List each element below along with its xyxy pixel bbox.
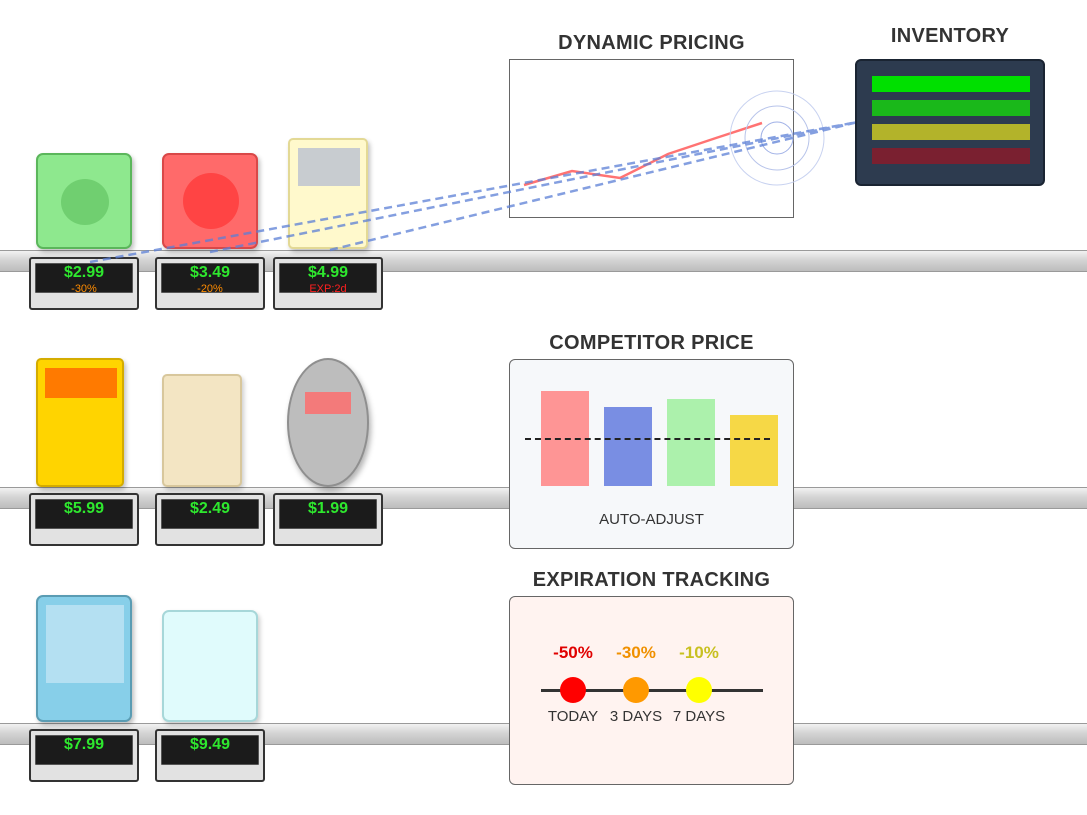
dynamic-pricing-title: DYNAMIC PRICING bbox=[558, 32, 745, 54]
inventory-level-bar bbox=[872, 76, 1030, 92]
price-trend-line bbox=[523, 121, 763, 187]
tag-price: $4.99 bbox=[307, 264, 349, 281]
product-yellow-box[interactable] bbox=[36, 358, 124, 487]
price-tag[interactable]: $4.99 EXP:2d bbox=[273, 257, 383, 310]
product-blue-box[interactable] bbox=[36, 595, 132, 722]
inventory-level-bar bbox=[872, 148, 1030, 164]
tag-display bbox=[279, 263, 377, 293]
tag-display bbox=[279, 499, 377, 529]
price-tag[interactable]: $5.99 bbox=[29, 493, 139, 546]
product-red-box[interactable] bbox=[162, 153, 258, 249]
timeline-label: TODAY bbox=[547, 708, 599, 725]
price-tag[interactable]: $3.49 -20% bbox=[155, 257, 265, 310]
tag-price: $3.49 bbox=[189, 264, 231, 281]
competitor-price-title: COMPETITOR PRICE bbox=[549, 332, 754, 354]
price-tag[interactable]: $1.99 bbox=[273, 493, 383, 546]
price-tag[interactable]: $2.49 bbox=[155, 493, 265, 546]
tag-display bbox=[35, 263, 133, 293]
product-beige-box[interactable] bbox=[162, 374, 242, 487]
tag-display bbox=[161, 499, 259, 529]
expiration-tracking-panel[interactable]: -50% -30% -10% TODAY 3 DAYS 7 DAYS bbox=[509, 596, 794, 785]
product-logo bbox=[61, 179, 109, 225]
tag-discount: -20% bbox=[197, 283, 223, 295]
timeline-dot-7-days bbox=[686, 677, 712, 703]
product-label bbox=[305, 392, 351, 414]
price-tag[interactable]: $2.99 -30% bbox=[29, 257, 139, 310]
target-price-line bbox=[525, 438, 770, 440]
auto-adjust-label: AUTO-ADJUST bbox=[599, 511, 704, 528]
product-label bbox=[46, 605, 124, 683]
tag-expiry: EXP:2d bbox=[309, 283, 347, 295]
discount-pct: -50% bbox=[553, 643, 593, 662]
product-cream-carton[interactable] bbox=[288, 138, 368, 249]
tag-price: $7.99 bbox=[63, 736, 105, 753]
inventory-level-bar bbox=[872, 100, 1030, 116]
product-logo bbox=[183, 173, 239, 229]
price-tag[interactable]: $9.49 bbox=[155, 729, 265, 782]
price-trend-chart bbox=[523, 121, 763, 187]
tag-discount: -30% bbox=[71, 283, 97, 295]
expiration-tracking-title: EXPIRATION TRACKING bbox=[532, 569, 771, 591]
product-light-cyan-box[interactable] bbox=[162, 610, 258, 722]
tag-price: $2.49 bbox=[189, 500, 231, 517]
timeline-line bbox=[541, 689, 763, 692]
price-tag[interactable]: $7.99 bbox=[29, 729, 139, 782]
tag-display bbox=[35, 499, 133, 529]
tag-display bbox=[35, 735, 133, 765]
dynamic-pricing-panel[interactable] bbox=[509, 59, 794, 218]
tag-price: $5.99 bbox=[63, 500, 105, 517]
tag-display bbox=[161, 735, 259, 765]
competitor-bar bbox=[667, 399, 715, 486]
tag-display bbox=[161, 263, 259, 293]
tag-price: $2.99 bbox=[63, 264, 105, 281]
tag-price: $9.49 bbox=[189, 736, 231, 753]
inventory-title: INVENTORY bbox=[890, 25, 1010, 47]
product-label bbox=[298, 148, 360, 186]
inventory-level-bar bbox=[872, 124, 1030, 140]
product-label bbox=[45, 368, 117, 398]
competitor-bar bbox=[604, 407, 652, 486]
timeline-dot-today bbox=[560, 677, 586, 703]
tag-price: $1.99 bbox=[307, 500, 349, 517]
timeline-label: 3 DAYS bbox=[609, 708, 663, 725]
product-green-box[interactable] bbox=[36, 153, 132, 249]
competitor-price-panel[interactable]: AUTO-ADJUST bbox=[509, 359, 794, 549]
inventory-panel[interactable] bbox=[855, 59, 1045, 186]
competitor-bar bbox=[730, 415, 778, 486]
discount-pct: -30% bbox=[616, 643, 656, 662]
timeline-dot-3-days bbox=[623, 677, 649, 703]
discount-pct: -10% bbox=[679, 643, 719, 662]
product-gray-can[interactable] bbox=[287, 358, 369, 487]
timeline-label: 7 DAYS bbox=[672, 708, 726, 725]
